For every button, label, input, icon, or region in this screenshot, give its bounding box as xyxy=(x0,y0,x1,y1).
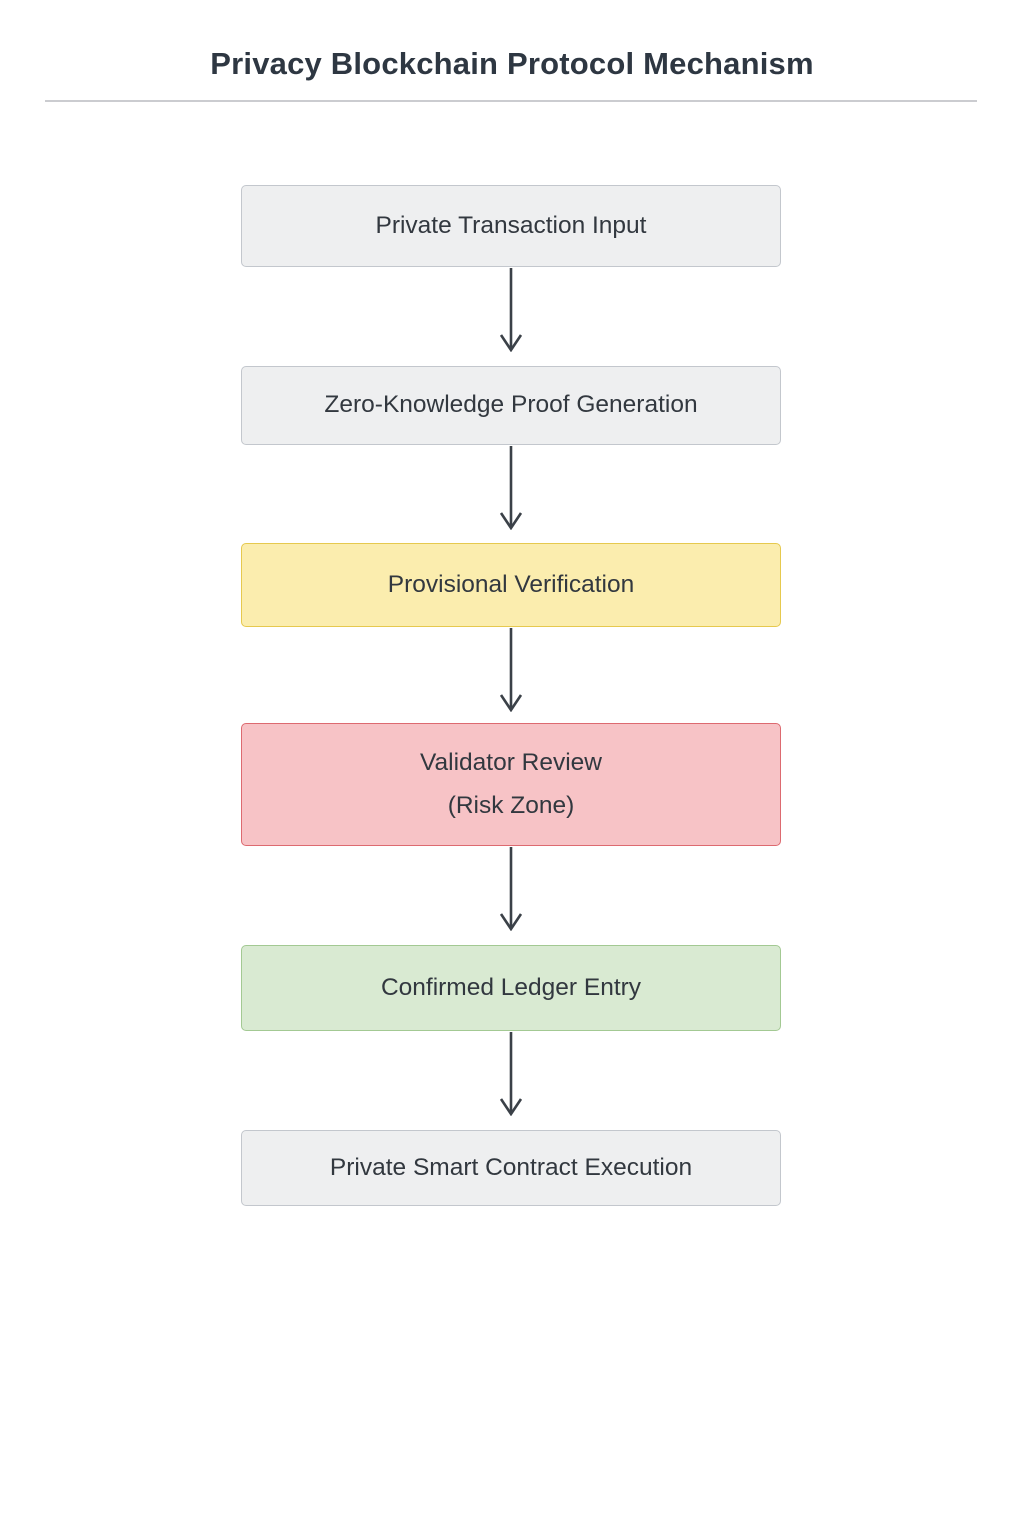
flow-arrow-down-icon xyxy=(498,446,524,530)
flow-node-zero-knowledge-proof: Zero-Knowledge Proof Generation xyxy=(241,366,781,445)
node-label: Provisional Verification xyxy=(387,570,635,598)
flow-arrow-down-icon xyxy=(498,1032,524,1116)
flow-arrow-down-icon xyxy=(498,268,524,352)
node-label: Private Transaction Input xyxy=(375,211,647,239)
flow-arrow-down-icon xyxy=(498,628,524,712)
flow-node-private-smart-contract-execution: Private Smart Contract Execution xyxy=(241,1130,781,1206)
node-label: Validator Review xyxy=(419,748,602,776)
node-label-line2: (Risk Zone) xyxy=(447,791,575,819)
flow-node-provisional-verification: Provisional Verification xyxy=(241,543,781,627)
flow-arrow-down-icon xyxy=(498,847,524,931)
flow-node-validator-review: Validator Review (Risk Zone) xyxy=(241,723,781,846)
title-divider xyxy=(45,100,977,102)
node-label: Zero-Knowledge Proof Generation xyxy=(324,391,698,419)
flow-node-confirmed-ledger-entry: Confirmed Ledger Entry xyxy=(241,945,781,1031)
node-label: Confirmed Ledger Entry xyxy=(380,973,642,1001)
flow-node-private-transaction-input: Private Transaction Input xyxy=(241,185,781,267)
page-title: Privacy Blockchain Protocol Mechanism xyxy=(210,46,814,81)
node-label: Private Smart Contract Execution xyxy=(329,1153,693,1181)
